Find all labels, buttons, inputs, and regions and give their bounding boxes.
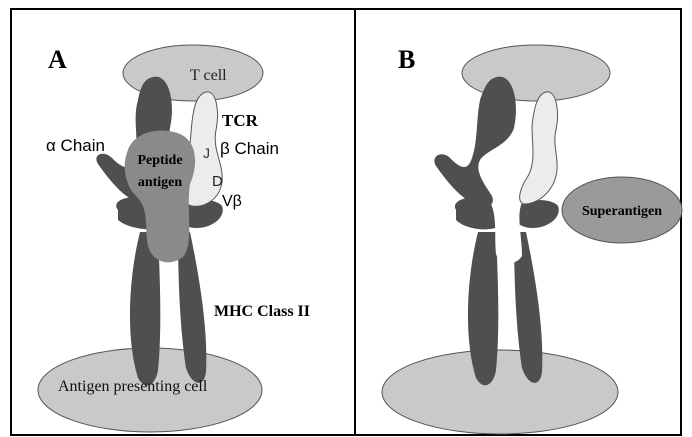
- panel-a-letter: A: [48, 45, 67, 74]
- tcr-label: TCR: [222, 111, 259, 130]
- j-segment-label: J: [203, 145, 210, 161]
- panel-b-letter: B: [398, 45, 415, 74]
- peptide-label-line2: antigen: [138, 175, 183, 190]
- t-cell-label: T cell: [190, 67, 227, 84]
- superantigen-label: Superantigen: [582, 204, 662, 219]
- d-segment-label: D: [212, 173, 223, 190]
- vbeta-label: Vβ: [222, 193, 242, 210]
- mhc-label: MHC Class II: [214, 303, 310, 320]
- apc-label: Antigen presenting cell: [58, 378, 208, 395]
- apc-cell-b: [382, 350, 618, 434]
- beta-chain-label: β Chain: [220, 139, 279, 158]
- alpha-chain-label: α Chain: [46, 136, 105, 155]
- peptide-label-line1: Peptide: [137, 153, 182, 168]
